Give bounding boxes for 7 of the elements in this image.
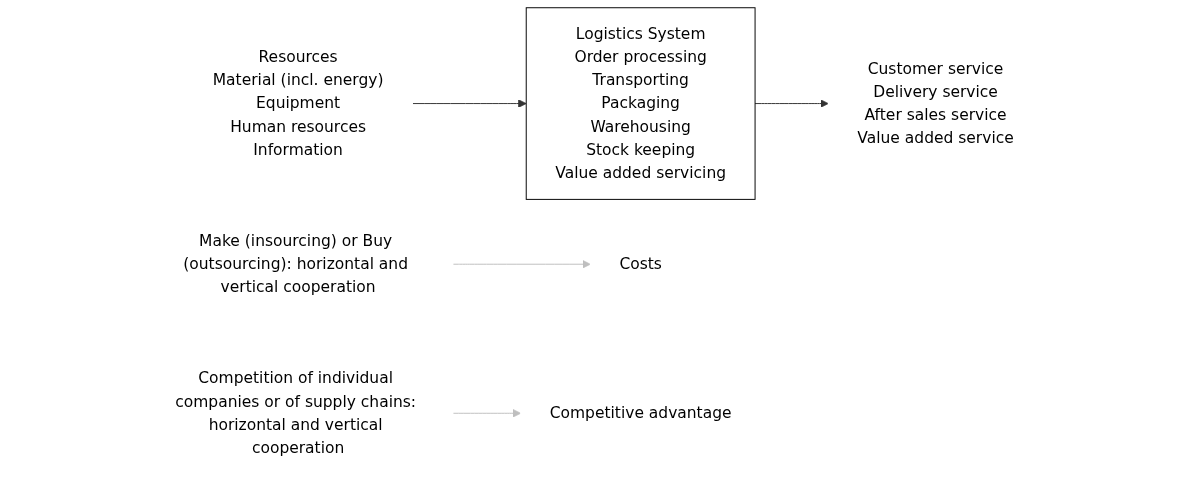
node-text: Resources Material (incl. energy) Equipment Human resources Information	[212, 47, 384, 159]
node-text: Costs	[619, 254, 662, 273]
node-text: Make (insourcing) or Buy (outsourcing): horizontal and vertical cooperation	[183, 231, 408, 297]
node-text: Customer service Delivery service After sales service Value added service	[857, 59, 1014, 148]
node-text: Competition of individual companies or of supply chains: horizontal and vertical cooperation	[175, 368, 417, 457]
node-box: Logistics System Order processing Transporting Packaging Warehousing Stock keeping Value added servicing	[525, 7, 756, 200]
node-text: Competitive advantage	[549, 403, 732, 422]
